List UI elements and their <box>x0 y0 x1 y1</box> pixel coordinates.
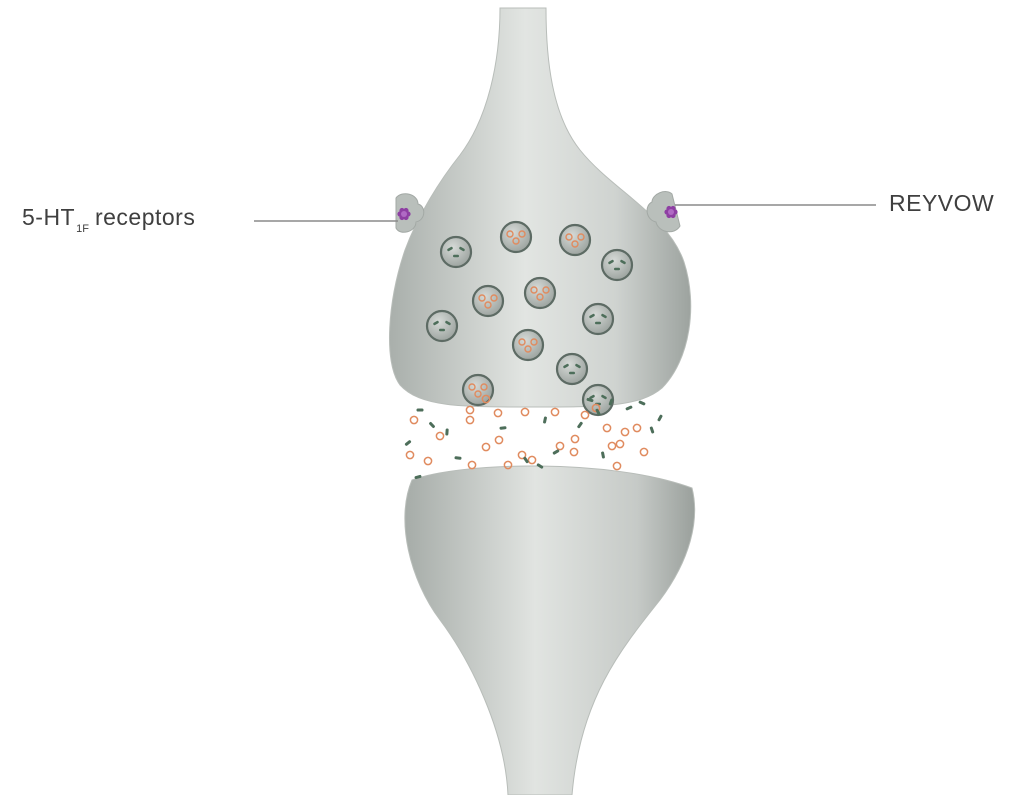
vesicle-icon <box>583 304 613 334</box>
vesicle-icon <box>560 225 590 255</box>
drug-molecule-icon <box>657 414 663 422</box>
serotonin-molecule-icon <box>608 442 615 449</box>
drug-molecule-icon <box>417 409 424 412</box>
serotonin-molecule-icon <box>570 448 577 455</box>
label-receptors: receptors <box>95 204 195 230</box>
serotonin-molecule-icon <box>495 436 502 443</box>
serotonin-molecule-icon <box>466 406 473 413</box>
serotonin-molecule-icon <box>581 411 588 418</box>
drug-molecule-icon <box>638 400 646 406</box>
drug-molecule-icon <box>601 451 605 458</box>
serotonin-molecule-icon <box>424 457 431 464</box>
serotonin-molecule-icon <box>482 443 489 450</box>
vesicle-icon <box>427 311 457 341</box>
label-reyvow: REYVOW <box>889 190 994 217</box>
vesicle-icon <box>525 278 555 308</box>
vesicle-icon <box>602 250 632 280</box>
drug-molecule-icon <box>625 405 633 410</box>
drug-molecule-icon <box>649 426 654 434</box>
serotonin-molecule-icon <box>466 416 473 423</box>
drug-molecule-icon <box>429 421 436 428</box>
serotonin-molecule-icon <box>528 456 535 463</box>
serotonin-molecule-icon <box>621 428 628 435</box>
drug-molecule-icon <box>577 421 584 428</box>
serotonin-molecule-icon <box>603 424 610 431</box>
serotonin-molecule-icon <box>521 408 528 415</box>
drug-molecule-icon <box>499 426 506 430</box>
drug-molecule-icon <box>543 416 547 423</box>
vesicle-icon <box>473 286 503 316</box>
drug-molecule-icon <box>404 440 411 447</box>
serotonin-molecule-icon <box>551 408 558 415</box>
vesicle-icon <box>513 330 543 360</box>
serotonin-molecule-icon <box>494 409 501 416</box>
serotonin-molecule-icon <box>410 416 417 423</box>
serotonin-molecule-icon <box>571 435 578 442</box>
vesicle-icon <box>501 222 531 252</box>
serotonin-molecule-icon <box>406 451 413 458</box>
vesicle-icon <box>441 237 471 267</box>
postsynaptic-neuron <box>405 466 695 795</box>
serotonin-molecule-icon <box>633 424 640 431</box>
drug-molecule-icon <box>454 456 461 460</box>
serotonin-molecule-icon <box>640 448 647 455</box>
serotonin-molecule-icon <box>616 440 623 447</box>
serotonin-molecule-icon <box>613 462 620 469</box>
serotonin-molecule-icon <box>556 442 563 449</box>
serotonin-molecule-icon <box>468 461 475 468</box>
drug-molecule-icon <box>445 428 448 435</box>
serotonin-molecule-icon <box>436 432 443 439</box>
label-subscript: 1F <box>76 223 89 235</box>
drug-molecule-icon <box>552 449 560 455</box>
label-5ht: 5-HT <box>22 204 75 230</box>
vesicle-icon <box>557 354 587 384</box>
